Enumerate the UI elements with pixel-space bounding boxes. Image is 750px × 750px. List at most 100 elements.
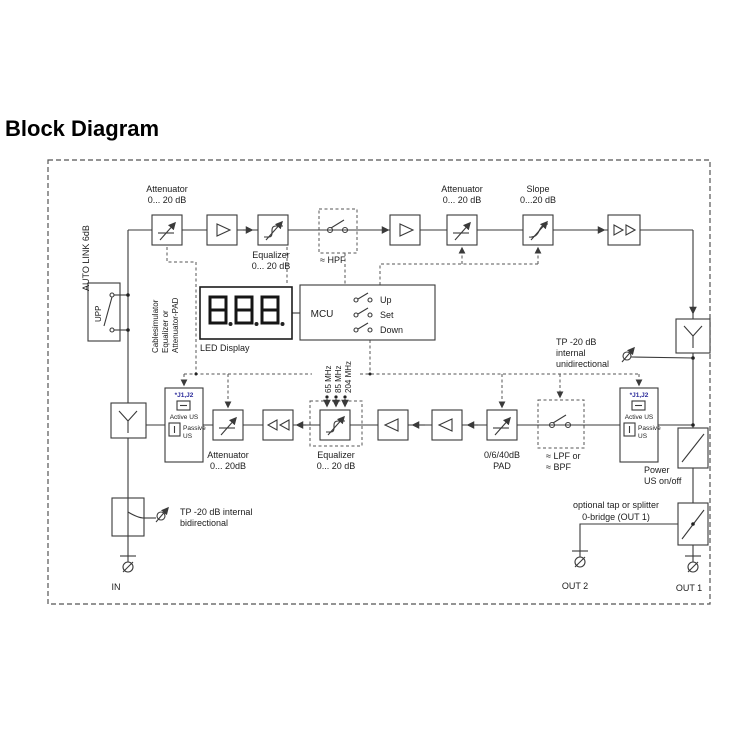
attenuator2-label: Attenuator: [441, 184, 483, 194]
out2-connector-icon: [572, 550, 588, 568]
slope-range: 0...20 dB: [520, 195, 556, 205]
us-jumper-right-header: *J1,J2: [630, 392, 649, 399]
tp-uni-label-3: unidirectional: [556, 359, 609, 369]
led-display-label: LED Display: [200, 343, 250, 353]
out1-connector-icon: [685, 555, 701, 573]
freq-85-label: 85 MHz: [334, 365, 343, 393]
control-bus: [166, 246, 643, 409]
return-equalizer-label: Equalizer: [317, 450, 355, 460]
us-jumper-right-block: [619, 387, 659, 463]
slope-block: [522, 214, 554, 246]
junction-dots: [126, 293, 695, 427]
cable-sim-label-3: Attenuator-PAD: [171, 297, 180, 353]
us-jumper-right-icons: [623, 400, 646, 437]
freq-204-label: 204 MHz: [344, 361, 353, 393]
out2-port-label: OUT 2: [562, 581, 588, 591]
us-jumper-left-block: [164, 387, 204, 463]
hpf-label: ≈ HPF: [320, 255, 346, 265]
cable-sim-label-1: Cablesimulator: [151, 299, 160, 353]
cable-sim-label-2: Equalizer or: [161, 310, 170, 353]
in-connector-icon: [120, 555, 136, 573]
power-label-2: US on/off: [644, 476, 682, 486]
return-equalizer-range: 0... 20 dB: [317, 461, 356, 471]
pad-label: 0/6/40dB: [484, 450, 520, 460]
ctrl-att1-line: [166, 247, 197, 374]
mcu-set-label: Set: [380, 310, 394, 320]
hpf-switch-icon: [326, 219, 349, 234]
led-digits-icon: [208, 295, 285, 326]
output-note-1: optional tap or splitter: [573, 500, 659, 510]
us-jumper-right-active: Active US: [625, 414, 654, 421]
return-amplifier2-block: [377, 409, 409, 441]
us-jumper-left-passive-2: US: [183, 433, 193, 440]
attenuator1-range: 0... 20 dB: [148, 195, 187, 205]
us-jumper-right-passive-2: US: [638, 433, 648, 440]
pad-block: [486, 409, 518, 441]
tp-uni-probe-icon: [621, 346, 635, 363]
tp-uni-wire: [630, 356, 694, 359]
us-jumper-right-passive: Passive: [638, 425, 661, 432]
return-attenuator-range: 0... 20dB: [210, 461, 246, 471]
amplifier1-block: [206, 214, 238, 246]
filter-label-1: ≈ LPF or: [546, 451, 580, 461]
ctrl-top-line: [379, 263, 538, 285]
flow-arrows: [243, 226, 697, 429]
tp-bi-label-2: bidirectional: [180, 518, 228, 528]
tp-bi-label-1: TP -20 dB internal: [180, 507, 252, 517]
enclosure-border: [47, 159, 711, 605]
equalizer1-range: 0... 20 dB: [252, 261, 291, 271]
upp-bypass-switch-icon: [103, 292, 128, 333]
attenuator1-label: Attenuator: [146, 184, 188, 194]
mcu-switches-icon: [353, 292, 373, 333]
upp-label: UPP: [94, 306, 103, 322]
tp-bi-coupler-icon: [127, 498, 145, 536]
pad-sublabel: PAD: [493, 461, 511, 471]
hpf-switch-block: [318, 208, 358, 254]
lpf-switch-icon: [548, 414, 572, 429]
lpf-switch-block: [537, 399, 585, 449]
mcu-label: MCU: [311, 309, 334, 320]
attenuator1-block: [151, 214, 183, 246]
amplifier2-block: [389, 214, 421, 246]
splitter-icon: [681, 433, 705, 463]
component-boxes: [87, 208, 711, 546]
tp-uni-label-1: TP -20 dB: [556, 337, 596, 347]
labels: Attenuator 0... 20 dB Equalizer 0... 20 …: [81, 184, 702, 593]
return-attenuator-block: [212, 409, 244, 441]
return-equalizer-block: [319, 409, 351, 441]
attenuator2-range: 0... 20 dB: [443, 195, 482, 205]
mcu-down-label: Down: [380, 325, 403, 335]
freq-select-icon: [323, 395, 349, 408]
return-amplifier3-block: [431, 409, 463, 441]
out1-port-label: OUT 1: [676, 583, 702, 593]
us-jumper-left-header: *J1,J2: [175, 392, 194, 399]
us-jumper-left-passive: Passive: [183, 425, 206, 432]
in-port-label: IN: [112, 582, 121, 592]
equalizer1-block: [257, 214, 289, 246]
mcu-up-label: Up: [380, 295, 392, 305]
upp-switch-block: [87, 282, 121, 342]
diplexer-left-icon: [118, 410, 138, 433]
us-jumper-left-active: Active US: [170, 414, 199, 421]
power-label-1: Power: [644, 465, 670, 475]
output-note-2: 0-bridge (OUT 1): [582, 512, 650, 522]
equalizer1-label: Equalizer: [252, 250, 290, 260]
auto-link-label: AUTO LINK 6dB: [81, 225, 91, 291]
diplexer-right-icon: [683, 325, 703, 348]
return-amplifier1-block: [262, 409, 294, 441]
slope-label: Slope: [526, 184, 549, 194]
mcu-block: [299, 284, 436, 341]
tp-bi-probe-icon: [155, 506, 169, 523]
tp-uni-label-2: internal: [556, 348, 586, 358]
attenuator2-block: [446, 214, 478, 246]
out2-branch-wire: [579, 523, 678, 551]
return-attenuator-label: Attenuator: [207, 450, 249, 460]
us-jumper-left-icons: [168, 400, 191, 437]
page-title: Block Diagram: [5, 116, 159, 141]
tap-icon: [681, 509, 705, 540]
filter-label-2: ≈ BPF: [546, 462, 571, 472]
return-equalizer-select-outline: [309, 400, 363, 447]
freq-65-label: 65 MHz: [324, 365, 333, 393]
